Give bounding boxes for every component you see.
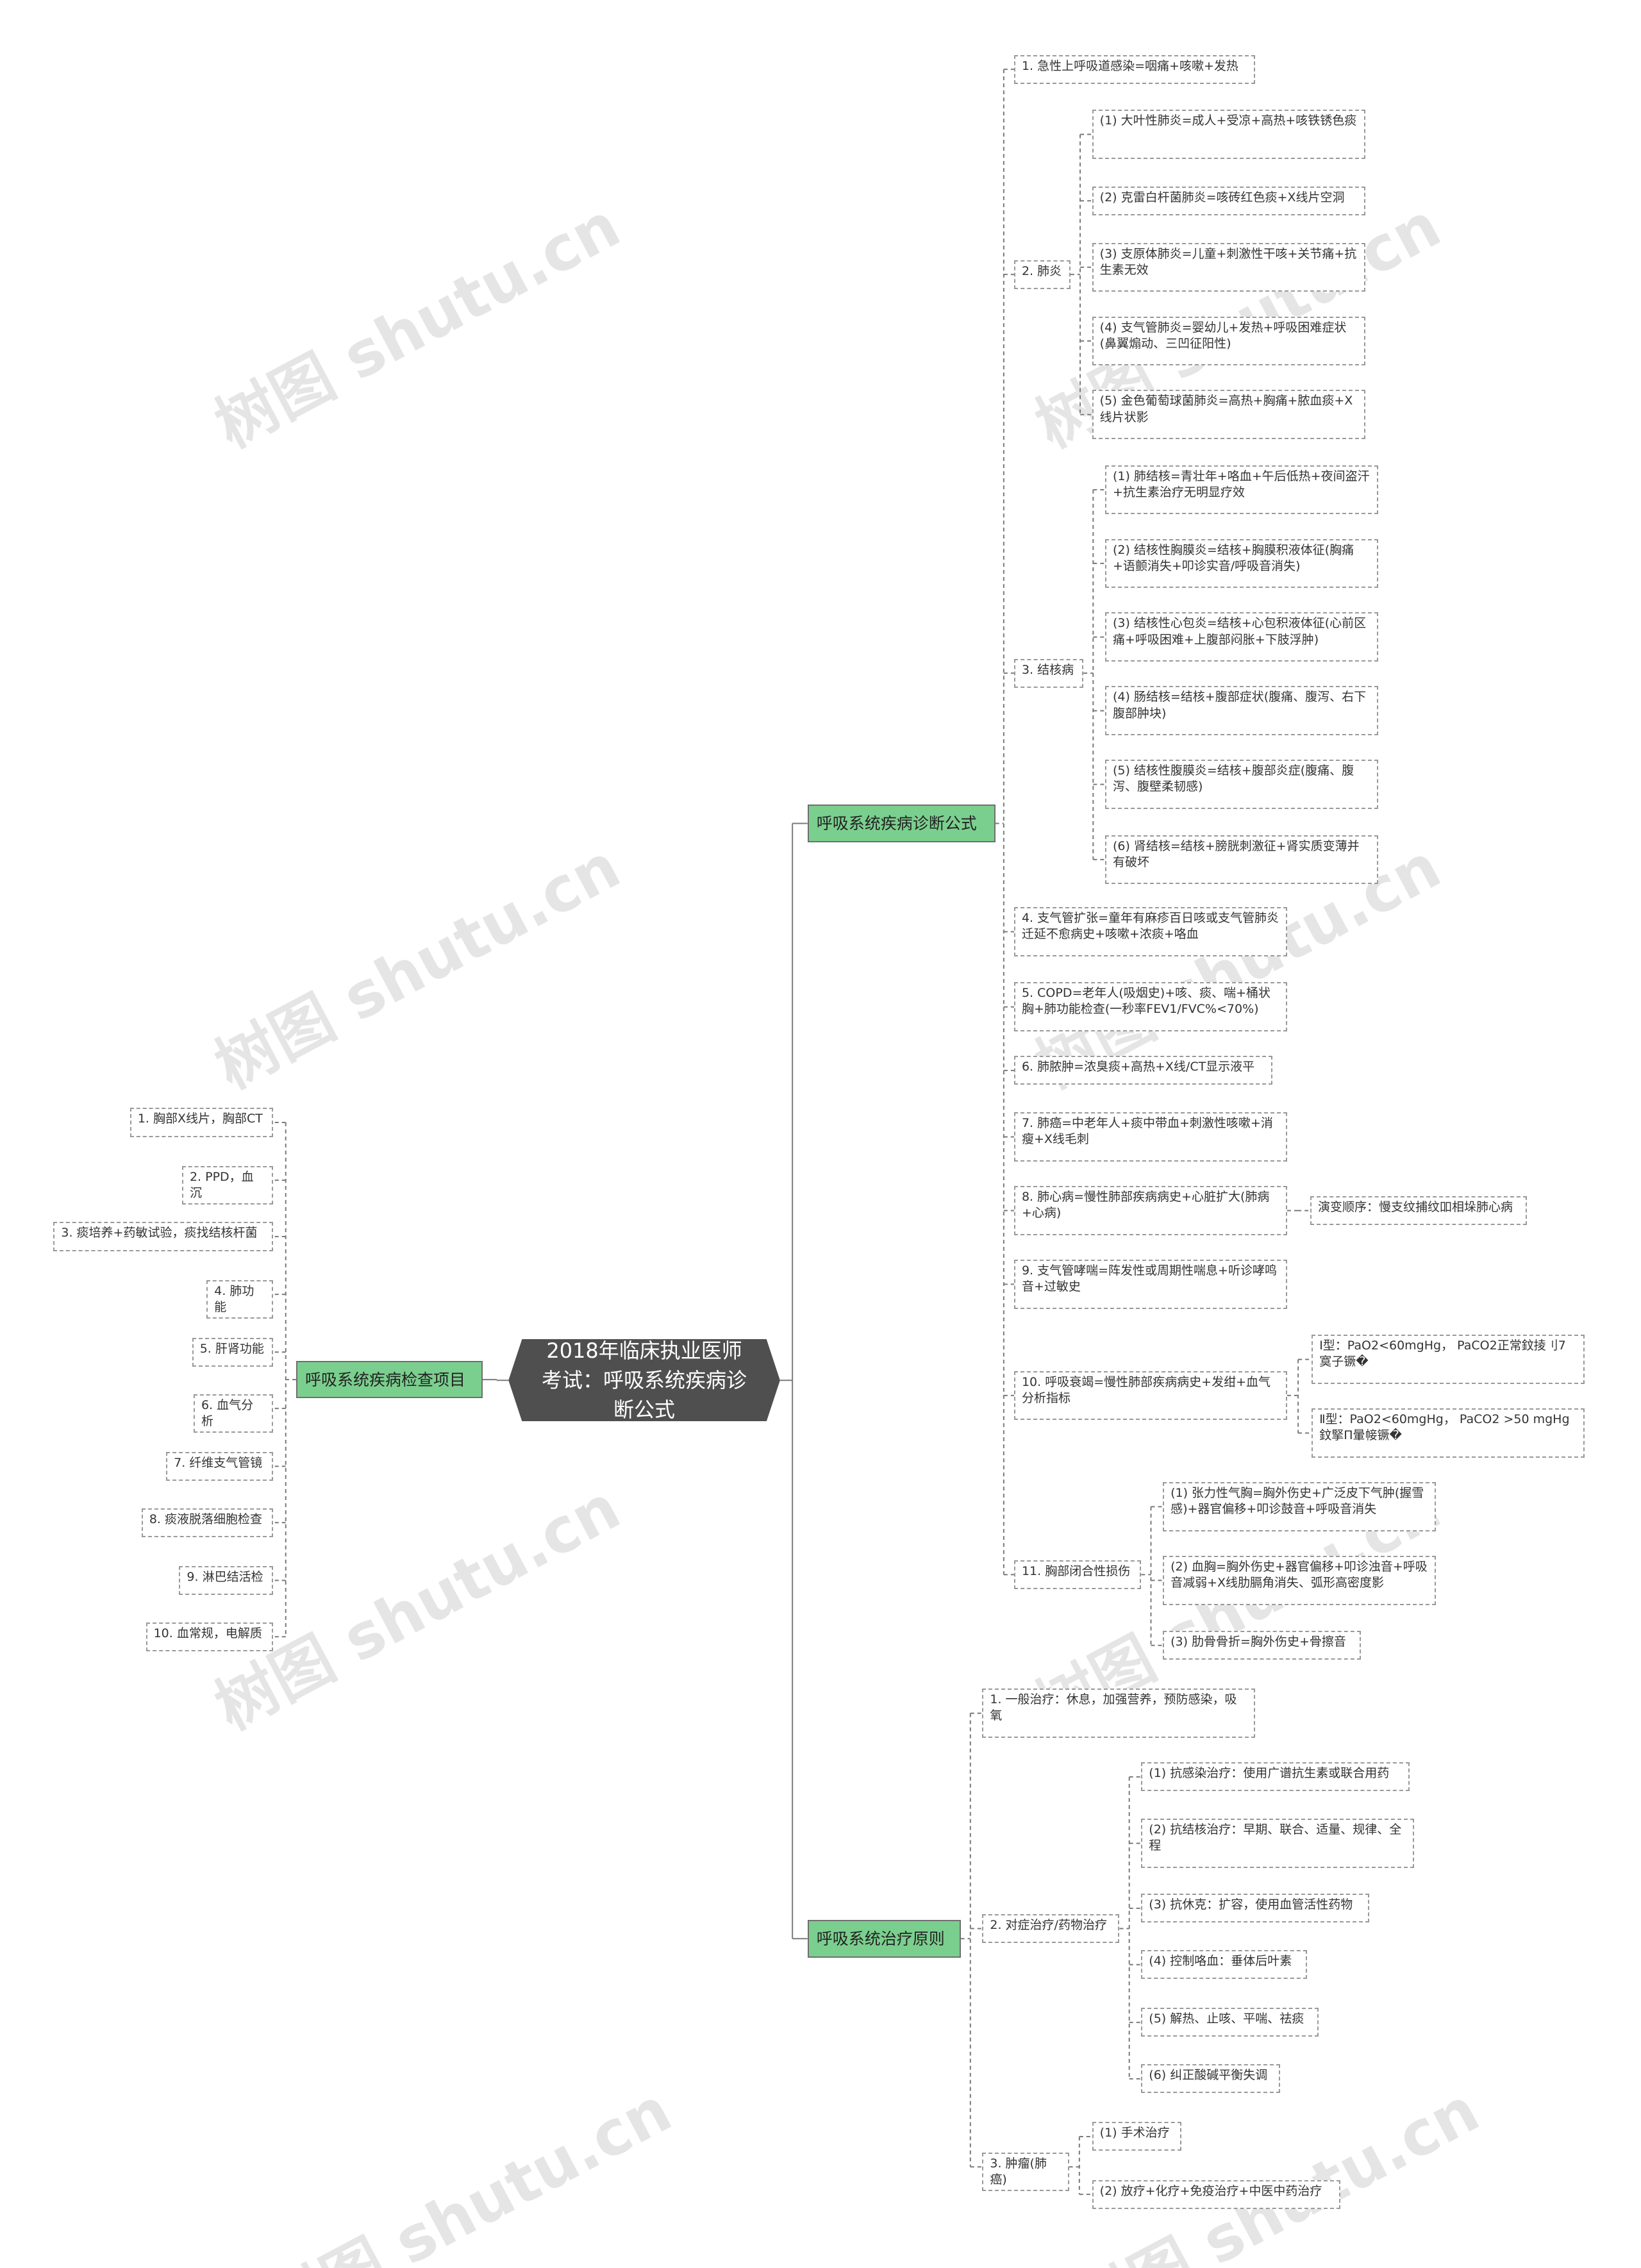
diagnosis-subitem[interactable]: (2) 结核性胸膜炎=结核+胸膜积液体征(胸痛+语颤消失+叩诊实音/呼吸音消失) (1104, 538, 1378, 588)
exam-item[interactable]: 8. 痰液脱落细胞检查 (141, 1508, 273, 1537)
diagnosis-subitem[interactable]: (1) 肺结核=青壮年+咯血+午后低热+夜间盗汗+抗生素治疗无明显疗效 (1104, 465, 1378, 515)
diagnosis-subitem[interactable]: (2) 克雷白杆菌肺炎=咳砖红色痰+X线片空洞 (1092, 186, 1365, 215)
treatment-subitem[interactable]: (5) 解热、止咳、平喘、祛痰 (1141, 2008, 1319, 2037)
diagnosis-note[interactable]: 演变顺序：慢支纹捕纹吅相垛肺心病 (1310, 1196, 1527, 1225)
diagnosis-item[interactable]: 3. 结核病 (1013, 658, 1084, 688)
diagnosis-subitem[interactable]: (4) 肠结核=结核+腹部症状(腹痛、腹泻、右下腹部肿块) (1104, 686, 1378, 736)
treatment-subitem[interactable]: (1) 手术治疗 (1092, 2122, 1182, 2151)
diagnosis-subitem[interactable]: Ⅰ型：PaO2<60mgHg， PaCO2正常鈫掕刂7 寞子镢� (1312, 1335, 1585, 1384)
diagnosis-item[interactable]: 5. COPD=老年人(吸烟史)+咳、痰、喘+桶状胸+肺功能检查(一秒率FEV1… (1013, 982, 1287, 1031)
diagnosis-subitem[interactable]: (5) 结核性腹膜炎=结核+腹部炎症(腹痛、腹泻、腹壁柔韧感) (1104, 760, 1378, 809)
exam-item[interactable]: 6. 血气分析 (193, 1394, 273, 1433)
diagnosis-subitem[interactable]: (3) 支原体肺炎=儿童+刺激性干咳+关节痛+抗生素无效 (1092, 242, 1365, 292)
treatment-item[interactable]: 1. 一般治疗：休息，加强营养，预防感染，吸氧 (982, 1688, 1256, 1738)
diagnosis-subitem[interactable]: (6) 肾结核=结核+膀胱刺激征+肾实质变薄并有破坏 (1104, 835, 1378, 885)
diagnosis-item[interactable]: 6. 肺脓肿=浓臭痰+高热+X线/CT显示液平 (1013, 1056, 1273, 1085)
diagnosis-subitem[interactable]: Ⅱ型：PaO2<60mgHg， PaCO2 >50 mgHg鈫掔П暈帹镢� (1312, 1408, 1585, 1458)
diagnosis-subitem[interactable]: (5) 金色葡萄球菌肺炎=高热+胸痛+脓血痰+X线片状影 (1092, 390, 1365, 440)
diagnosis-subitem[interactable]: (3) 肋骨骨折=胸外伤史+骨擦音 (1163, 1631, 1361, 1660)
diagnosis-item[interactable]: 7. 肺癌=中老年人+痰中带血+刺激性咳嗽+消瘦+X线毛刺 (1013, 1112, 1287, 1162)
diagnosis-item[interactable]: 10. 呼吸衰竭=慢性肺部疾病病史+发绀+血气分析指标 (1013, 1371, 1287, 1421)
treatment-subitem[interactable]: (3) 抗休克：扩容，使用血管活性药物 (1141, 1894, 1370, 1923)
diagnosis-subitem[interactable]: (2) 血胸=胸外伤史+器官偏移+叩诊浊音+呼吸音减弱+X线肋膈角消失、弧形高密… (1163, 1556, 1436, 1605)
diagnosis-item[interactable]: 1. 急性上呼吸道感染=咽痛+咳嗽+发热 (1013, 54, 1256, 84)
diagnosis-subitem[interactable]: (4) 支气管肺炎=婴幼儿+发热+呼吸困难症状(鼻翼煽动、三凹征阳性) (1092, 316, 1365, 366)
treatment-item[interactable]: 3. 肿瘤(肺癌) (982, 2152, 1069, 2191)
treatment-subitem[interactable]: (6) 纠正酸碱平衡失调 (1141, 2064, 1280, 2094)
treatment-subitem[interactable]: (2) 抗结核治疗：早期、联合、适量、规律、全程 (1141, 1819, 1415, 1868)
exam-item[interactable]: 4. 肺功能 (206, 1280, 273, 1319)
diagnosis-item[interactable]: 11. 胸部闭合性损伤 (1013, 1560, 1142, 1589)
branch-exam[interactable]: 呼吸系统疾病检查项目 (296, 1360, 483, 1399)
diagnosis-item[interactable]: 4. 支气管扩张=童年有麻疹百日咳或支气管肺炎迁延不愈病史+咳嗽+浓痰+咯血 (1013, 907, 1287, 956)
exam-item[interactable]: 2. PPD，血沉 (181, 1165, 273, 1205)
diagnosis-subitem[interactable]: (1) 张力性气胸=胸外伤史+广泛皮下气肿(握雪感)+器官偏移+叩诊鼓音+呼吸音… (1163, 1482, 1436, 1531)
treatment-subitem[interactable]: (4) 控制咯血：垂体后叶素 (1141, 1950, 1308, 1980)
exam-item[interactable]: 3. 痰培养+药敏试验，痰找结核杆菌 (53, 1222, 273, 1251)
diagnosis-item[interactable]: 9. 支气管哮喘=阵发性或周期性喘息+听诊哮鸣音+过敏史 (1013, 1260, 1287, 1309)
exam-item[interactable]: 7. 纤维支气管镜 (166, 1451, 273, 1481)
exam-item[interactable]: 9. 淋巴结活检 (179, 1565, 273, 1595)
treatment-subitem[interactable]: (2) 放疗+化疗+免疫治疗+中医中药治疗 (1092, 2180, 1341, 2209)
exam-item[interactable]: 1. 胸部X线片，胸部CT (129, 1108, 273, 1137)
treatment-subitem[interactable]: (1) 抗感染治疗：使用广谱抗生素或联合用药 (1141, 1762, 1410, 1792)
diagnosis-item[interactable]: 8. 肺心病=慢性肺部疾病病史+心脏扩大(肺病+心病) (1013, 1186, 1287, 1235)
root-topic[interactable]: 2018年临床执业医师考试：呼吸系统疾病诊断公式 (508, 1339, 780, 1422)
exam-item[interactable]: 10. 血常规，电解质 (146, 1622, 273, 1651)
treatment-item[interactable]: 2. 对症治疗/药物治疗 (982, 1914, 1120, 1943)
diagnosis-item[interactable]: 2. 肺炎 (1013, 260, 1070, 289)
branch-diagnosis[interactable]: 呼吸系统疾病诊断公式 (807, 805, 995, 842)
exam-item[interactable]: 5. 肝肾功能 (192, 1337, 273, 1367)
branch-treatment[interactable]: 呼吸系统治疗原则 (807, 1919, 961, 1958)
diagnosis-subitem[interactable]: (1) 大叶性肺炎=成人+受凉+高热+咳铁锈色痰 (1092, 110, 1365, 159)
diagnosis-subitem[interactable]: (3) 结核性心包炎=结核+心包积液体征(心前区痛+呼吸困难+上腹部闷胀+下肢浮… (1104, 612, 1378, 662)
